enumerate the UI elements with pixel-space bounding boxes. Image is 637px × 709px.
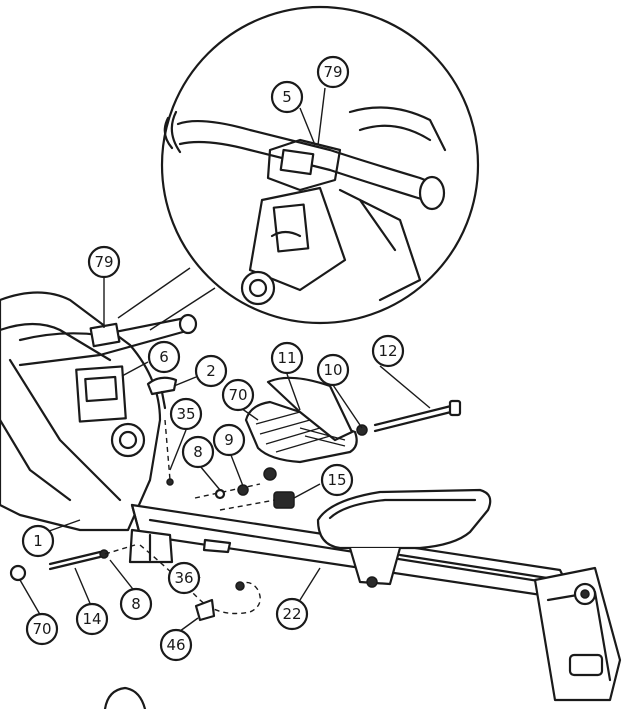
rear-stabilizer [533, 566, 622, 702]
svg-text:1: 1 [33, 532, 43, 550]
callout-11: 11 [270, 341, 304, 375]
svg-text:70: 70 [32, 620, 51, 638]
callout-8-upper: 8 [181, 435, 215, 469]
svg-text:8: 8 [193, 443, 203, 461]
callout-22: 22 [275, 597, 309, 631]
svg-text:36: 36 [174, 569, 193, 587]
console-frame [0, 291, 198, 532]
callout-36: 36 [167, 561, 201, 595]
seat [316, 488, 492, 588]
callout-70-upper: 70 [221, 378, 255, 412]
callout-14: 14 [75, 602, 109, 636]
hardware [164, 419, 295, 511]
lower-bolt [9, 544, 136, 582]
callout-79: 79 [87, 245, 121, 279]
callout-79-detail: 79 [316, 55, 350, 89]
callout-46: 46 [159, 628, 193, 662]
callout-6: 6 [147, 340, 181, 374]
callout-35: 35 [169, 397, 203, 431]
callout-10: 10 [316, 353, 350, 387]
svg-text:14: 14 [82, 610, 101, 628]
callout-2: 2 [194, 354, 228, 388]
callout-1: 1 [21, 524, 55, 558]
svg-text:46: 46 [166, 636, 185, 654]
svg-text:79: 79 [323, 63, 342, 81]
callout-9: 9 [212, 423, 246, 457]
svg-text:35: 35 [176, 405, 195, 423]
callout-5: 5 [270, 80, 304, 114]
knob [146, 376, 178, 410]
svg-text:79: 79 [94, 253, 113, 271]
svg-text:10: 10 [323, 361, 342, 379]
svg-text:12: 12 [378, 342, 397, 360]
front-foot [128, 528, 232, 564]
svg-text:5: 5 [282, 88, 292, 106]
svg-text:9: 9 [224, 431, 234, 449]
svg-text:11: 11 [277, 349, 296, 367]
callout-12: 12 [371, 334, 405, 368]
callout-15: 15 [320, 463, 354, 497]
callout-70-lower: 70 [25, 612, 59, 646]
callout-8-lower: 8 [119, 587, 153, 621]
svg-text:22: 22 [282, 605, 301, 623]
svg-text:6: 6 [159, 348, 169, 366]
detail-magnifier [160, 5, 480, 325]
svg-text:70: 70 [228, 386, 247, 404]
svg-text:2: 2 [206, 362, 216, 380]
foot-pedal [244, 376, 358, 464]
svg-text:15: 15 [327, 471, 346, 489]
svg-text:8: 8 [131, 595, 141, 613]
pedal-bolt [356, 399, 462, 436]
